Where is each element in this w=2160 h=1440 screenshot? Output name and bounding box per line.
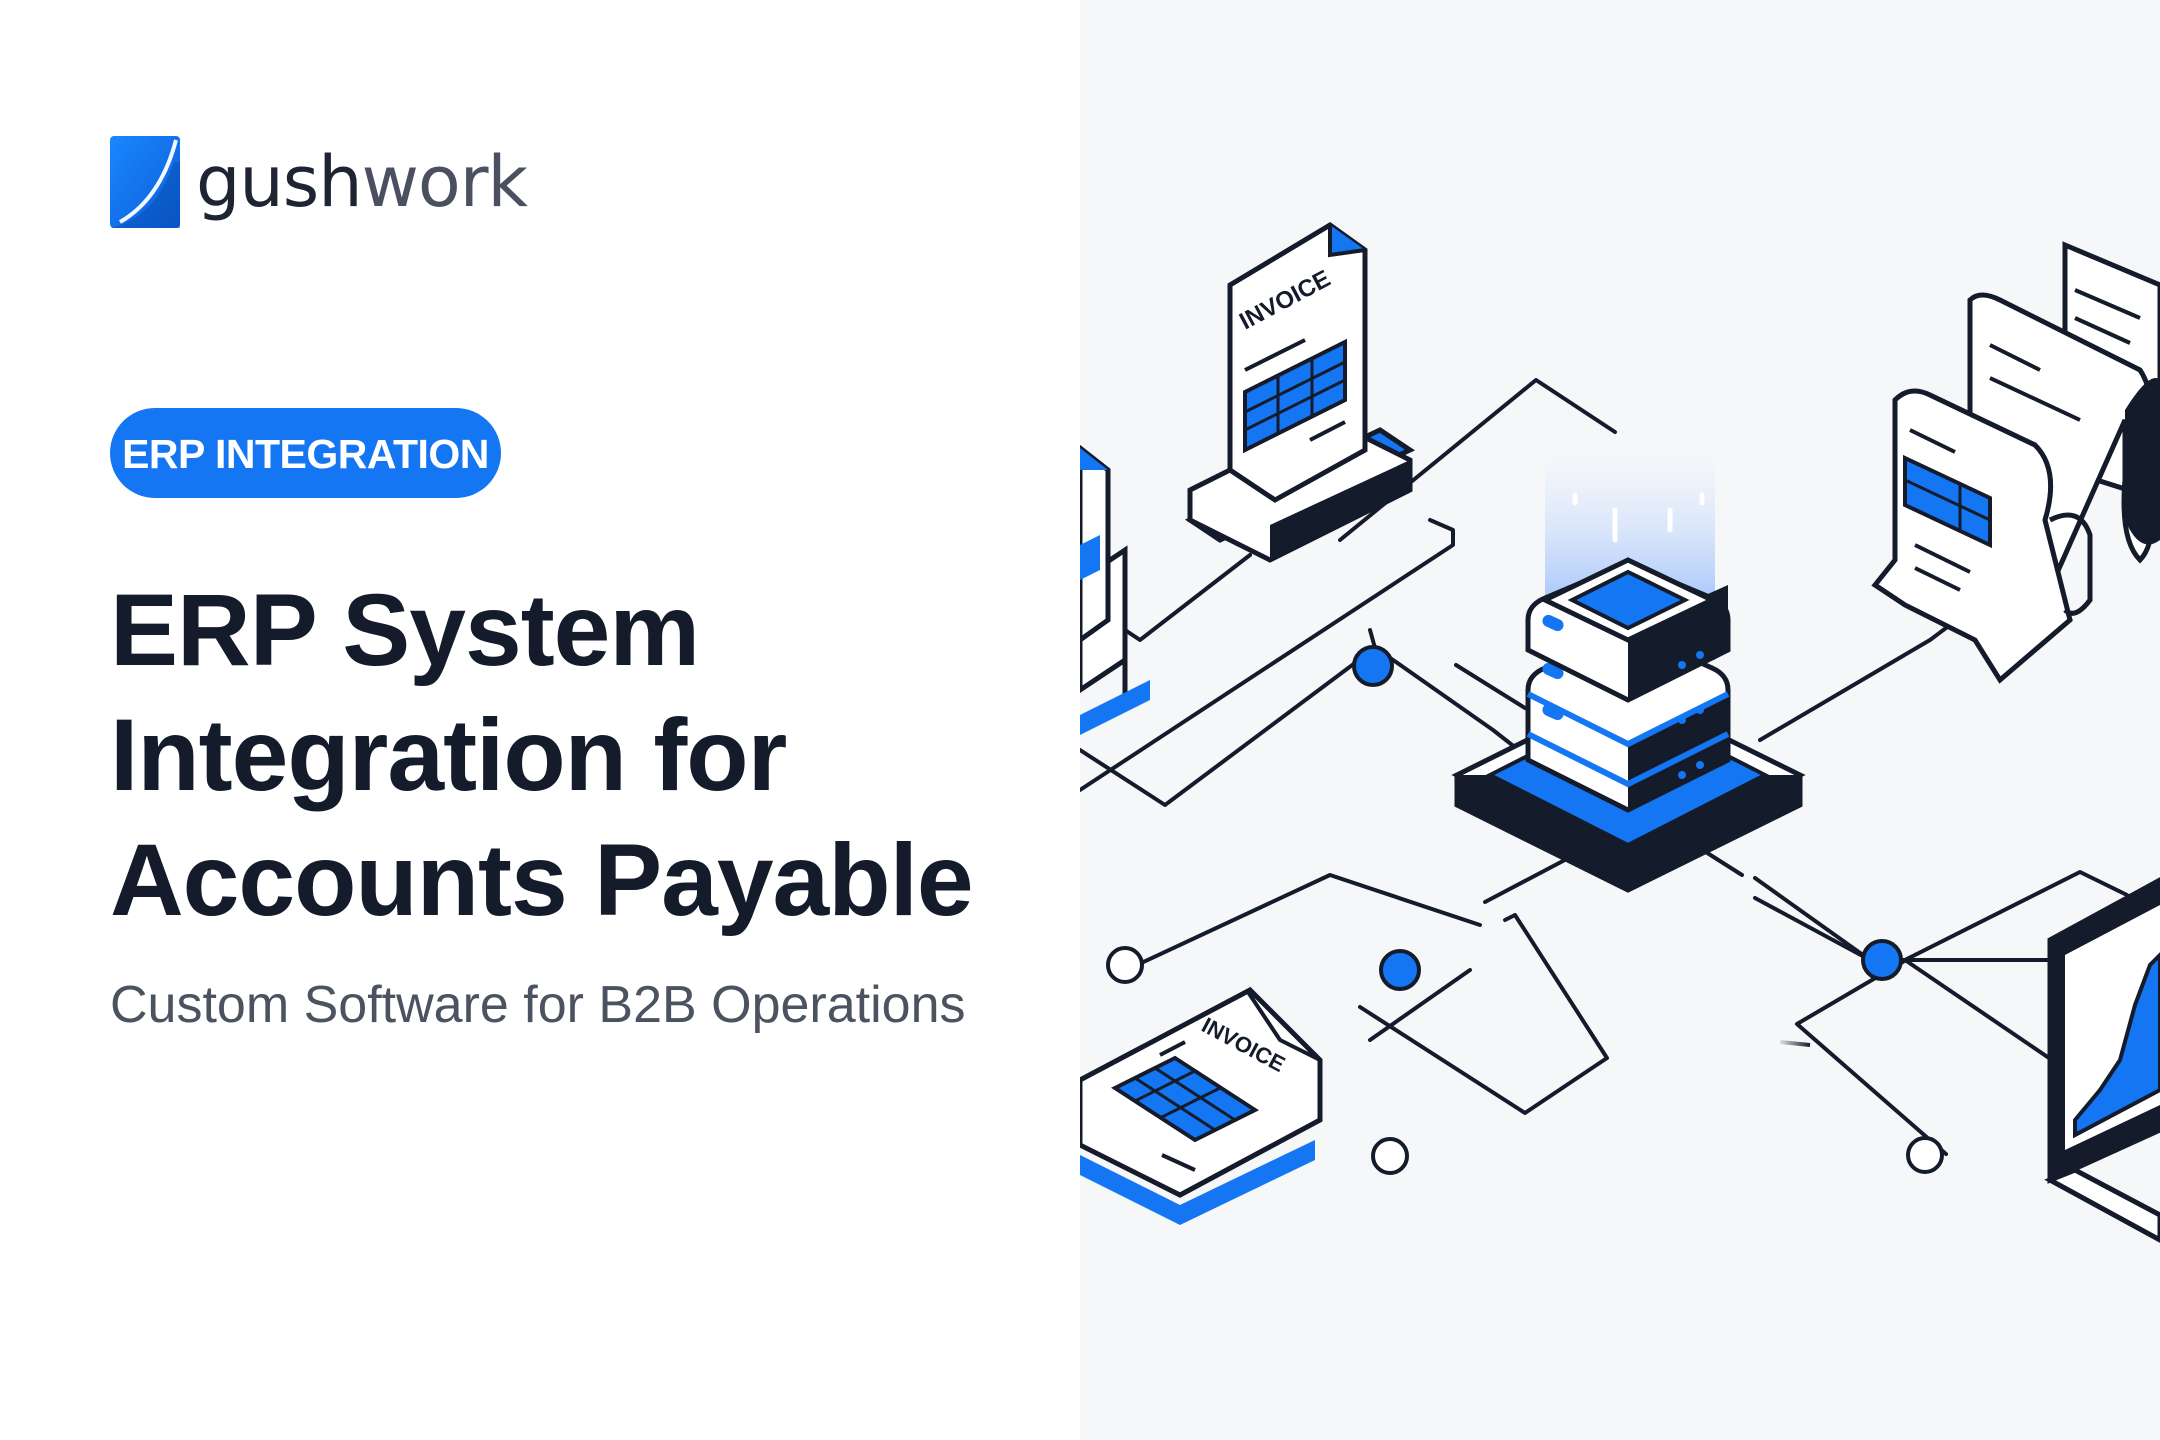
illustration-panel: INVOICE INVOICE [1080,0,2160,1440]
brand-name-part2: work [361,141,528,223]
invoice-document-icon: INVOICE [1184,222,1416,563]
page-subtitle: Custom Software for B2B Operations [110,976,966,1034]
brand-logo[interactable]: gushwork [110,134,528,230]
brand-name: gushwork [196,147,528,217]
page-title-line-1: ERP System [110,573,700,687]
page-title-line-3: Accounts Payable [110,823,974,937]
invoice-document-icon [1080,444,1150,735]
page-title-line-2: Integration for [110,698,787,812]
laptop-chart-icon [2044,877,2160,1243]
erp-network-illustration: INVOICE INVOICE [1080,222,2160,1243]
invoice-document-icon: INVOICE [1080,986,1323,1225]
paper-scroll-icon [1871,241,2160,684]
category-tag[interactable]: ERP INTEGRATION [110,408,501,498]
hero-text-panel: gushwork ERP INTEGRATION ERP System Inte… [110,134,974,1034]
brand-name-part1: gush [196,141,363,223]
gushwork-logo-icon [110,136,180,228]
page-title: ERP System Integration for Accounts Paya… [110,568,974,943]
server-stack-icon [1451,450,1806,893]
connection-node-icon [1106,645,1944,1175]
